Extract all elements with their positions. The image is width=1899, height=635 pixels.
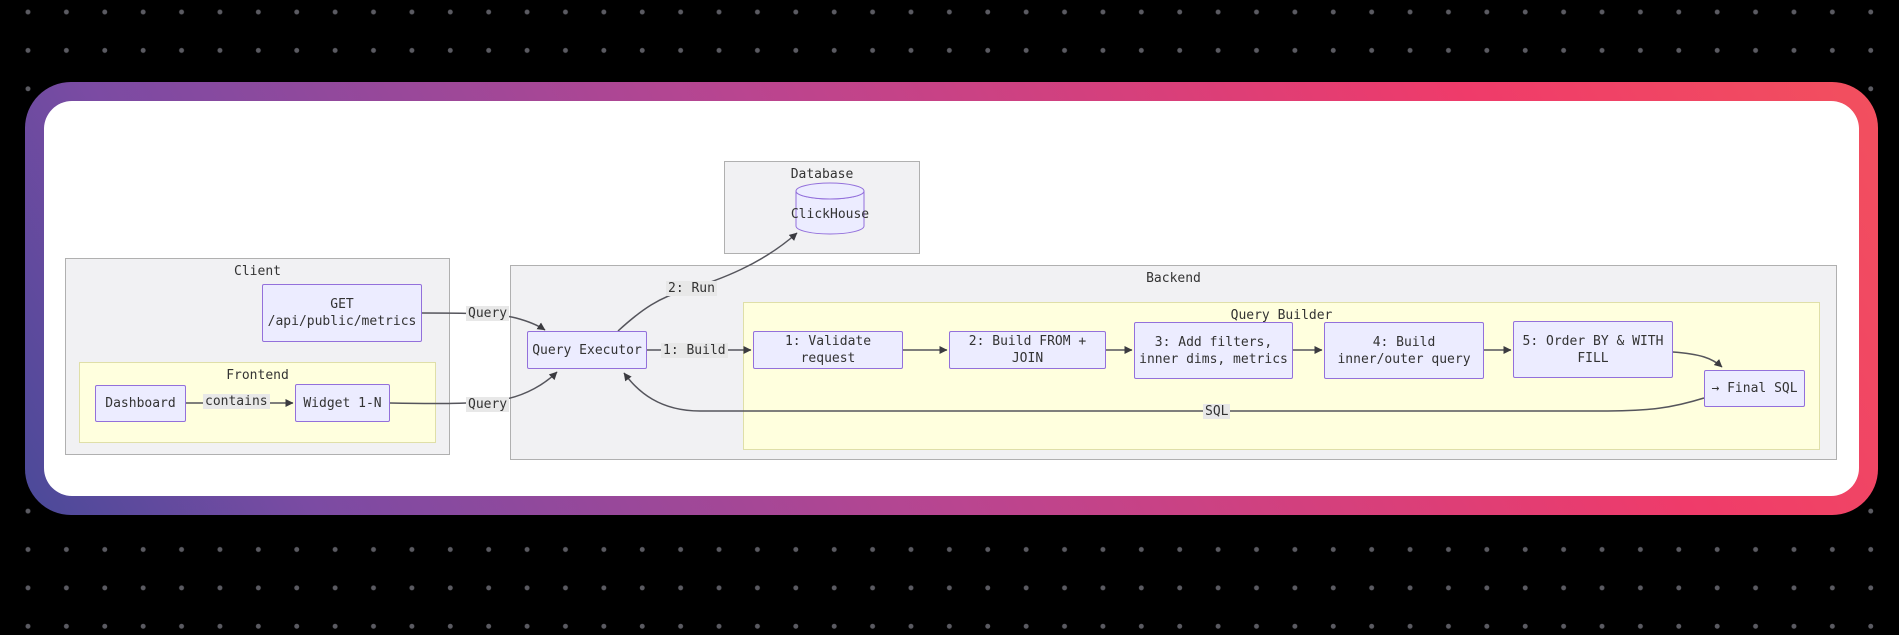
node-clickhouse-label: ClickHouse (790, 207, 870, 222)
node-dashboard: Dashboard (95, 385, 186, 422)
edge-label-2-run: 2: Run (666, 281, 717, 296)
node-step5-order-by-with-fill: 5: Order BY & WITH FILL (1513, 321, 1673, 378)
node-step3-add-filters: 3: Add filters, inner dims, metrics (1134, 322, 1293, 379)
edge-label-sql: SQL (1203, 404, 1231, 419)
edge-label-contains: contains (203, 394, 270, 409)
node-final-sql: → Final SQL (1704, 370, 1805, 407)
cluster-client-label: Client (234, 264, 281, 279)
node-get-api: GET /api/public/metrics (262, 284, 422, 342)
node-step4-build-inner-outer: 4: Build inner/outer query (1324, 322, 1484, 379)
cluster-frontend-label: Frontend (226, 368, 289, 383)
cluster-query-builder-label: Query Builder (1230, 308, 1333, 323)
edge-label-query-bottom: Query (466, 397, 510, 412)
cluster-backend-label: Backend (1146, 271, 1201, 286)
cluster-database-label: Database (790, 167, 854, 182)
edge-label-1-build: 1: Build (661, 343, 728, 358)
node-step2-build-from-join: 2: Build FROM + JOIN (949, 331, 1106, 369)
node-step1-validate-request: 1: Validate request (753, 331, 903, 369)
node-widget: Widget 1-N (295, 384, 390, 422)
node-query-executor: Query Executor (527, 331, 647, 369)
edge-label-query-top: Query (466, 306, 510, 321)
